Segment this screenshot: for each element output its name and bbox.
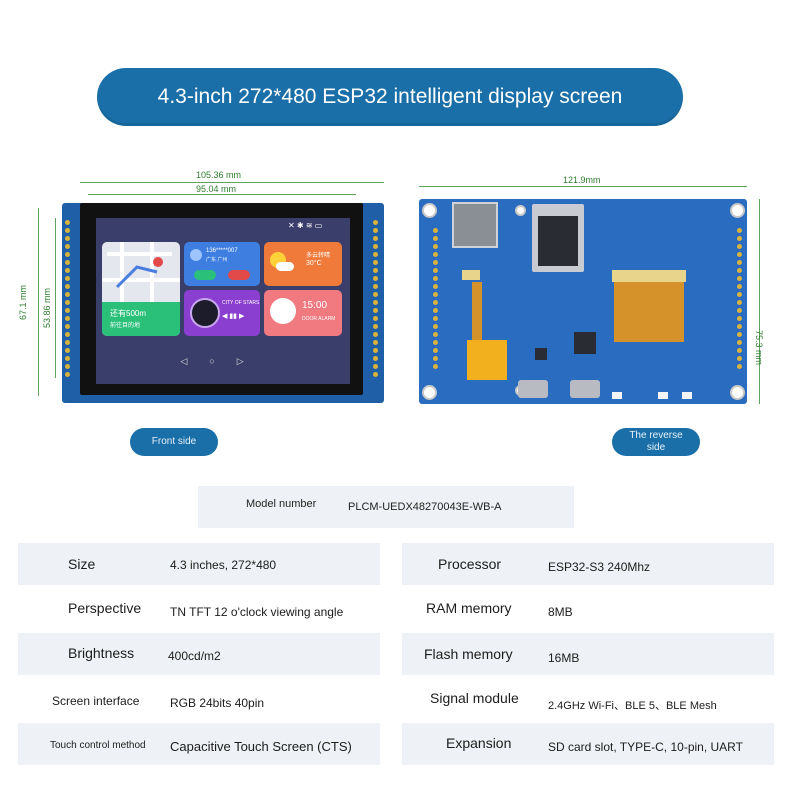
back-side-caption: The reverse side xyxy=(612,428,700,456)
spec-value: ESP32-S3 240Mhz xyxy=(548,560,651,574)
spec-value: 400cd/m2 xyxy=(168,649,221,663)
tile-clock[interactable]: 15:00 DOOR ALARM xyxy=(264,290,342,336)
spec-label: Perspective xyxy=(68,600,142,616)
answer-button[interactable] xyxy=(194,270,216,280)
spec-value: TN TFT 12 o'clock viewing angle xyxy=(170,605,344,619)
spec-value: 8MB xyxy=(548,605,573,619)
tile-navigation[interactable]: 还有500m 前往目的地 xyxy=(102,242,180,336)
tile-weather[interactable]: 多云转晴 30°C xyxy=(264,242,342,286)
decline-button[interactable] xyxy=(228,270,250,280)
nav-distance: 还有500m xyxy=(110,309,147,318)
recent-icon[interactable]: ▷ xyxy=(236,356,266,366)
mount-hole xyxy=(422,203,437,218)
ic-chip xyxy=(535,348,547,360)
spec-value: Capacitive Touch Screen (CTS) xyxy=(170,739,352,754)
dim-line-back-height xyxy=(759,199,760,404)
touch-fpc-pad xyxy=(467,340,507,380)
clock-label: DOOR ALARM xyxy=(302,316,336,322)
row-shade xyxy=(18,723,380,765)
dim-line-width-outer xyxy=(80,182,384,183)
row-shade xyxy=(402,723,774,765)
small-connector xyxy=(462,270,480,280)
usb-c-port[interactable] xyxy=(518,380,548,398)
mount-hole xyxy=(515,205,526,216)
sd-card-slot[interactable] xyxy=(452,202,498,248)
navigation-bar: ◁○▷ xyxy=(96,356,350,372)
status-icons: ✕ ✱ ≋ ▭ xyxy=(288,221,323,230)
music-title: CITY OF STARS xyxy=(222,300,260,306)
spec-label: RAM memory xyxy=(426,600,512,616)
music-controls-icon[interactable]: ◀ ▮▮ ▶ xyxy=(222,313,245,320)
row-shade xyxy=(18,633,380,675)
spec-label: Brightness xyxy=(68,645,135,661)
row-shade xyxy=(18,543,380,585)
button-icon[interactable] xyxy=(612,392,622,399)
title-banner: 4.3-inch 272*480 ESP32 intelligent displ… xyxy=(97,68,683,126)
left-header-pins xyxy=(64,220,72,380)
call-number: 136*****007 xyxy=(206,248,238,254)
spec-value: 2.4GHz Wi-Fi、BLE 5、BLE Mesh xyxy=(548,700,717,712)
front-side-caption: Front side xyxy=(130,428,218,456)
spec-value: RGB 24bits 40pin xyxy=(170,696,265,710)
nav-destination: 前往目的地 xyxy=(110,323,141,329)
model-row: Model number PLCM-UEDX48270043E-WB-A xyxy=(198,486,574,528)
dim-height-inner: 53.86 mm xyxy=(42,287,52,328)
dim-line-width-inner xyxy=(88,194,356,195)
spec-value: 16MB xyxy=(548,651,580,665)
mount-hole xyxy=(730,203,745,218)
weather-temp: 30°C xyxy=(306,260,322,267)
mount-hole xyxy=(422,385,437,400)
spec-value: SD card slot, TYPE-C, 10-pin, UART xyxy=(548,740,743,754)
back-right-pins xyxy=(736,228,744,372)
back-caption-line2: side xyxy=(646,442,666,453)
weather-condition: 多云转晴 xyxy=(306,253,331,259)
back-caption-line1: The reverse xyxy=(629,430,683,441)
dim-width-outer: 105.36 mm xyxy=(196,170,242,180)
spec-label: Size xyxy=(68,556,96,572)
fpc-connector xyxy=(612,270,686,282)
dim-line-height-outer xyxy=(38,208,39,396)
button-icon[interactable] xyxy=(682,392,692,399)
dim-line-height-inner xyxy=(55,218,56,378)
back-left-pins xyxy=(432,228,440,372)
mount-hole xyxy=(730,385,745,400)
dim-back-height: 75.3 mm xyxy=(754,330,764,366)
cloud-icon xyxy=(276,262,294,271)
button-icon[interactable] xyxy=(658,392,668,399)
tile-call[interactable]: 136*****007 广东 广州 xyxy=(184,242,260,286)
dim-height-outer: 67.1 mm xyxy=(18,284,28,320)
disc-icon xyxy=(190,298,220,328)
clock-icon xyxy=(270,298,296,324)
spec-label: Processor xyxy=(438,556,502,572)
status-bar: ✕ ✱ ≋ ▭ xyxy=(96,218,350,236)
spec-label: Signal module xyxy=(430,690,519,706)
avatar xyxy=(190,249,202,261)
dim-back-width: 121.9mm xyxy=(563,175,601,185)
dim-width-inner: 95.04 mm xyxy=(196,184,237,194)
spec-label: Flash memory xyxy=(424,646,513,662)
map-icon xyxy=(102,242,180,302)
page-title: 4.3-inch 272*480 ESP32 intelligent displ… xyxy=(157,85,623,108)
spec-label: Screen interface xyxy=(52,694,140,708)
row-shade xyxy=(402,543,774,585)
esp32-module xyxy=(532,204,584,272)
right-header-pins xyxy=(372,220,380,380)
lcd-screen: ✕ ✱ ≋ ▭ 还有500m 前往目的地 136*****007 广东 广州 多… xyxy=(96,218,350,384)
usb-c-port[interactable] xyxy=(570,380,600,398)
call-region: 广东 广州 xyxy=(206,257,228,263)
tile-music[interactable]: CITY OF STARS ◀ ▮▮ ▶ xyxy=(184,290,260,336)
dim-line-back-width xyxy=(419,186,747,187)
spec-value: 4.3 inches, 272*480 xyxy=(170,558,277,572)
fpc-ribbon xyxy=(614,282,684,342)
touch-ribbon xyxy=(472,282,482,342)
clock-time: 15:00 xyxy=(302,300,328,311)
home-icon[interactable]: ○ xyxy=(209,356,237,366)
spec-label: Expansion xyxy=(446,735,512,751)
model-value: PLCM-UEDX48270043E-WB-A xyxy=(348,501,502,513)
back-icon[interactable]: ◁ xyxy=(180,356,210,366)
ic-chip xyxy=(574,332,596,354)
model-label: Model number xyxy=(246,498,317,510)
row-shade xyxy=(402,633,774,675)
spec-label: Touch control method xyxy=(50,740,146,751)
